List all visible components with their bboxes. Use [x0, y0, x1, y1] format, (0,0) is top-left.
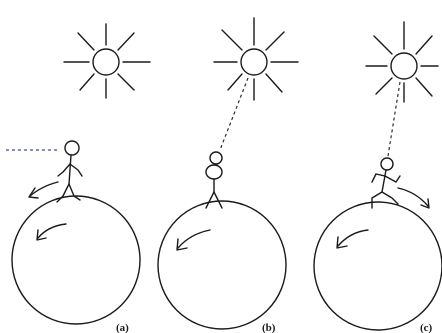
earth-circle	[314, 202, 442, 330]
panel-a: (a)	[6, 24, 150, 333]
sun-icon	[366, 22, 438, 102]
panel-label-a: (a)	[116, 322, 129, 333]
panel-b: (b)	[158, 18, 298, 333]
sightline	[388, 82, 400, 156]
stick-figure	[57, 141, 82, 202]
sun-icon	[214, 18, 298, 100]
rotation-arrow	[337, 230, 368, 248]
earth-circle	[158, 201, 286, 329]
rotation-arrow	[398, 188, 429, 208]
panel-c: (c)	[314, 22, 442, 333]
stick-figure	[206, 152, 222, 208]
stick-figure	[372, 158, 400, 208]
earth-circle	[12, 196, 140, 324]
panel-label-b: (b)	[262, 322, 276, 333]
rotation-arrow	[37, 224, 66, 240]
sightline	[220, 78, 248, 150]
rotation-arrow	[29, 182, 58, 198]
sun-icon	[64, 24, 150, 98]
panel-label-c: (c)	[420, 322, 433, 333]
rotation-arrow	[177, 230, 210, 250]
